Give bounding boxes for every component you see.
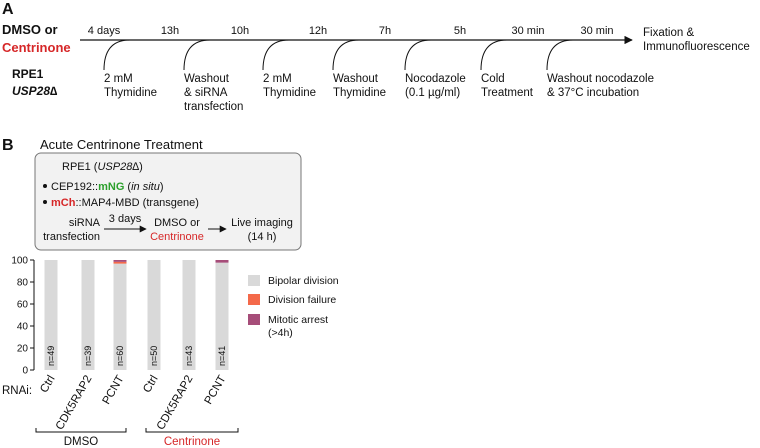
panel-b-letter: B: [2, 137, 14, 154]
duration-label: 30 min: [580, 25, 613, 37]
flow-step3-line1: Live imaging: [231, 217, 293, 229]
bar-segment: [44, 260, 58, 370]
step-label: Washout nocodazole: [547, 73, 654, 85]
step-label: Cold: [481, 73, 505, 85]
step-label: 2 mM: [263, 73, 292, 85]
bar-n-label: n=60: [115, 346, 125, 366]
panel-b: B Acute Centrinone Treatment RPE1 (USP28…: [2, 137, 339, 448]
bullet-2: mCh::MAP4-MBD (transgene): [51, 197, 199, 209]
start-label-centrinone: Centrinone: [2, 40, 71, 55]
flow-step2-line1: DMSO or: [154, 217, 200, 229]
step-label: Treatment: [481, 87, 534, 99]
bullet-dot-1: [43, 184, 47, 188]
y-tick-label: 20: [17, 344, 29, 355]
x-category-label: CDK5RAP2: [155, 374, 196, 433]
duration-label: 5h: [454, 25, 466, 37]
bar-n-label: n=50: [149, 346, 159, 366]
step-label: transfection: [184, 101, 243, 113]
timeline-durations: 4 days 13h 10h 12h 7h 5h 30 min 30 min: [88, 25, 614, 37]
y-tick-label: 60: [17, 300, 29, 311]
bullet-1: CEP192::mNG (in situ): [51, 181, 164, 193]
bar-n-label: n=41: [217, 346, 227, 366]
step-label: Thymidine: [333, 87, 386, 99]
legend-sublabel: (>4h): [268, 327, 293, 339]
x-category-label: Ctrl: [38, 374, 57, 395]
legend-label: Bipolar division: [268, 275, 339, 287]
bar-n-label: n=43: [184, 346, 194, 366]
flow-step1-line1: siRNA: [69, 217, 101, 229]
bar-segment: [113, 263, 127, 370]
bar-segment: [81, 260, 95, 370]
end-label-line1: Fixation &: [643, 27, 694, 39]
y-tick-label: 0: [22, 366, 28, 377]
step-label: & 37°C incubation: [547, 87, 639, 99]
step-label: Washout: [333, 73, 379, 85]
step-label: Washout: [184, 73, 230, 85]
group-label-dmso: DMSO: [64, 436, 99, 448]
group-label-centrinone: Centrinone: [164, 436, 220, 448]
bar-segment: [113, 260, 127, 262]
legend-label: Division failure: [268, 294, 336, 306]
panel-a: A DMSO or Centrinone RPE1 USP28∆ 4 days 1…: [2, 1, 750, 113]
step-marker-curve: [183, 39, 211, 71]
step-marker-curve: [480, 39, 508, 71]
bracket-dmso: [35, 428, 127, 433]
panel-a-letter: A: [2, 1, 14, 18]
timeline-steps: 2 mM Thymidine Washout & siRNA transfection 2…: [104, 73, 654, 113]
step-label: & siRNA: [184, 87, 228, 99]
step-label: Nocodazole: [405, 73, 466, 85]
duration-label: 12h: [309, 25, 327, 37]
bar-segment: [215, 262, 229, 370]
flow-step3-line2: (14 h): [248, 231, 277, 243]
x-category-label: PCNT: [203, 374, 229, 407]
flow-step2-line2: Centrinone: [150, 231, 204, 243]
bar-segment: [215, 260, 229, 263]
step-label: 2 mM: [104, 73, 133, 85]
duration-label: 4 days: [88, 25, 121, 37]
legend-swatch: [248, 294, 260, 305]
step-label: Thymidine: [104, 87, 157, 99]
genotype-label: USP28∆: [12, 84, 58, 98]
bar-segment: [147, 260, 161, 370]
y-tick-label: 80: [17, 278, 29, 289]
bullet-dot-2: [43, 200, 47, 204]
step-label: (0.1 µg/ml): [405, 87, 460, 99]
info-box: [34, 152, 302, 251]
bar-n-label: n=49: [46, 346, 56, 366]
step-marker-curve: [103, 39, 131, 71]
bracket-centrinone: [145, 428, 239, 433]
step-label: Thymidine: [263, 87, 316, 99]
legend-swatch: [248, 314, 260, 325]
step-marker-curve: [332, 39, 360, 71]
bar-n-label: n=39: [83, 346, 93, 366]
end-label-line2: Immunofluorescence: [643, 41, 750, 53]
duration-label: 13h: [161, 25, 179, 37]
timeline-step-markers: [103, 39, 574, 71]
x-category-label: PCNT: [101, 374, 127, 407]
step-marker-curve: [404, 39, 432, 71]
legend-label: Mitotic arrest: [268, 314, 328, 326]
flow-arrow-label: 3 days: [109, 213, 142, 225]
y-tick-label: 100: [11, 256, 28, 267]
cell-line-label: RPE1: [12, 67, 44, 81]
start-label-dmso: DMSO or: [2, 22, 58, 37]
y-tick-label: 40: [17, 322, 29, 333]
bar-segment: [113, 261, 127, 264]
legend-swatch: [248, 275, 260, 286]
box-title: RPE1 (USP28∆): [62, 161, 143, 173]
duration-label: 30 min: [511, 25, 544, 37]
duration-label: 10h: [231, 25, 249, 37]
x-category-label: Ctrl: [141, 374, 160, 395]
rnai-label: RNAi:: [2, 385, 32, 397]
flow-step1-line2: transfection: [43, 231, 100, 243]
bar-segment: [182, 260, 196, 370]
step-marker-curve: [546, 39, 574, 71]
x-category-label: CDK5RAP2: [54, 374, 95, 433]
panel-b-title: Acute Centrinone Treatment: [40, 137, 203, 152]
step-marker-curve: [262, 39, 290, 71]
duration-label: 7h: [379, 25, 391, 37]
